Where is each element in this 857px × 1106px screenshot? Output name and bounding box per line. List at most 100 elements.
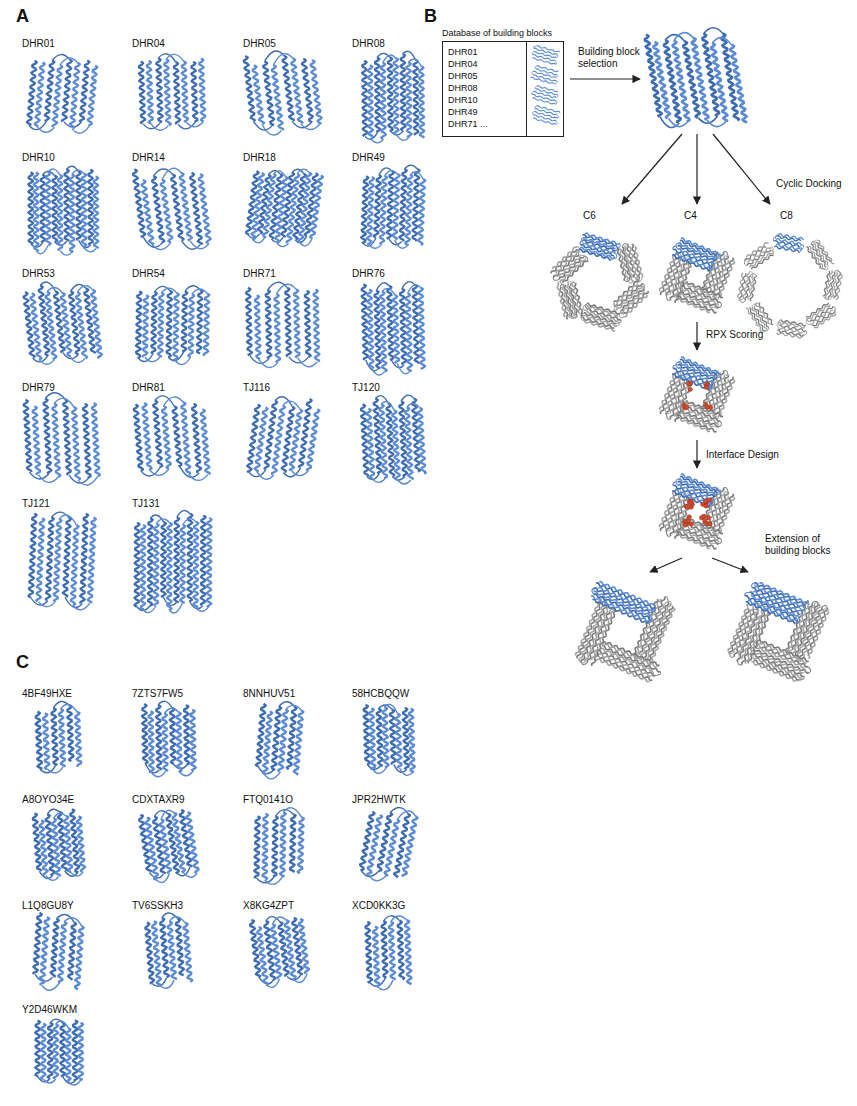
- loop: [556, 101, 558, 104]
- helix: [747, 246, 772, 262]
- loop: [801, 607, 805, 613]
- protein-structure: [139, 910, 197, 990]
- subunit: [803, 301, 839, 332]
- helix: [681, 355, 721, 376]
- design-name: A8OYO34E: [22, 794, 74, 806]
- helix: [46, 292, 57, 360]
- helix: [392, 174, 399, 240]
- thumbnail: [531, 103, 562, 127]
- helix: [368, 708, 377, 770]
- helix: [746, 276, 756, 300]
- helix: [677, 415, 711, 433]
- helix-bundle: [805, 238, 835, 273]
- helix: [624, 246, 634, 282]
- helix: [677, 296, 711, 314]
- helix: [387, 286, 393, 360]
- loop: [619, 314, 624, 319]
- helix: [370, 926, 382, 986]
- helix: [537, 84, 559, 94]
- loop: [54, 398, 74, 407]
- protein-structure: [138, 807, 200, 885]
- helix: [46, 172, 51, 245]
- helix: [60, 1023, 65, 1076]
- loop: [580, 238, 586, 244]
- protein-structure: [246, 282, 319, 367]
- helix: [93, 176, 98, 248]
- loop: [264, 771, 280, 780]
- helix: [692, 38, 709, 120]
- assembly: [655, 470, 738, 553]
- loop: [180, 771, 194, 776]
- helix-bundle: [133, 168, 211, 249]
- protein-name: DHR14: [132, 152, 165, 164]
- loop: [150, 469, 169, 476]
- helix: [401, 708, 410, 770]
- helix: [63, 517, 71, 597]
- helix-bundle: [134, 511, 211, 613]
- helix: [657, 253, 678, 292]
- helix-bundle: [775, 317, 809, 341]
- helix: [629, 247, 638, 282]
- helix: [91, 290, 102, 359]
- helix: [375, 57, 380, 131]
- helix: [406, 62, 411, 137]
- helix: [407, 709, 417, 773]
- helix: [536, 44, 559, 55]
- step-arrow: [650, 558, 682, 572]
- helix-bundle: [745, 636, 814, 687]
- helix: [594, 592, 652, 622]
- helix: [154, 523, 159, 605]
- helix: [615, 286, 644, 311]
- helix: [164, 59, 171, 125]
- helix-bundle: [24, 282, 102, 364]
- protein-name: DHR71: [243, 268, 276, 280]
- loop: [570, 316, 575, 319]
- helix: [716, 261, 736, 299]
- interface-residue: [685, 504, 689, 508]
- helix: [140, 525, 145, 610]
- panel-letter: B: [424, 6, 437, 26]
- loop: [408, 285, 421, 294]
- protein-name: DHR01: [22, 38, 55, 50]
- helix: [306, 409, 319, 470]
- helix: [73, 1020, 78, 1080]
- loop: [384, 704, 397, 713]
- helix: [265, 290, 271, 358]
- helix: [139, 61, 145, 123]
- helix: [294, 710, 304, 775]
- helix: [379, 176, 387, 244]
- helix: [251, 816, 264, 878]
- protein-structure: [361, 395, 426, 484]
- helix-bundle: [24, 393, 100, 485]
- protein-structure: [133, 168, 211, 249]
- loop: [410, 172, 423, 179]
- helix-bundle: [616, 241, 643, 284]
- loop: [555, 121, 558, 125]
- helix: [730, 45, 747, 123]
- assembly: [546, 230, 652, 334]
- helix: [53, 1024, 58, 1079]
- subunit: [742, 577, 810, 628]
- helix-bundle: [249, 913, 311, 989]
- loop: [56, 1021, 68, 1028]
- helix: [179, 923, 197, 983]
- helix: [393, 58, 398, 135]
- step-arrow: [622, 134, 682, 204]
- helix: [33, 406, 40, 475]
- symmetry-label: C8: [780, 210, 793, 222]
- loop: [823, 608, 829, 612]
- loop: [556, 55, 558, 58]
- loop: [554, 61, 557, 65]
- loop: [277, 243, 289, 247]
- helix: [536, 104, 560, 115]
- helix: [384, 819, 399, 877]
- loop: [38, 475, 58, 483]
- protein-name: TJ120: [352, 382, 380, 394]
- loop: [532, 111, 535, 115]
- helix: [174, 62, 181, 124]
- loop: [665, 410, 671, 414]
- subunit: [741, 241, 778, 272]
- helix: [161, 522, 166, 597]
- helix-bundle: [645, 28, 747, 128]
- helix: [134, 405, 143, 471]
